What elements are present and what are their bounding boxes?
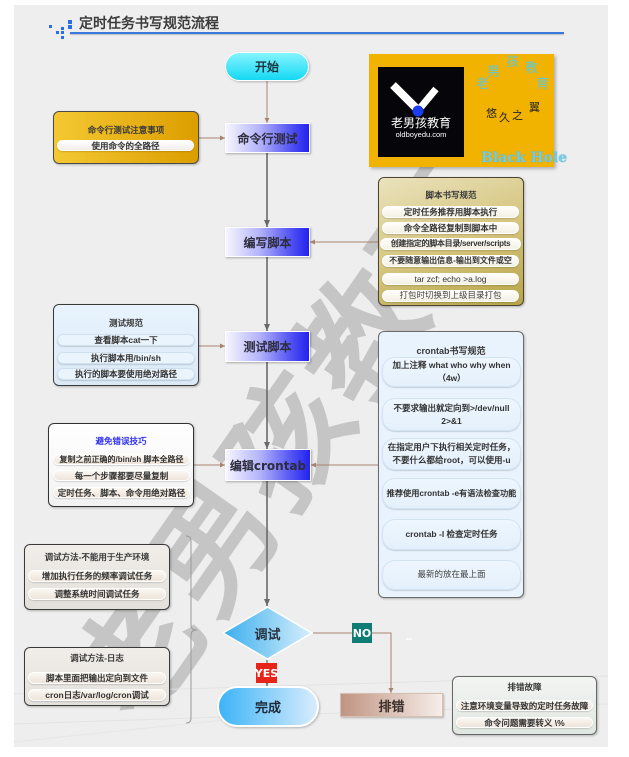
- note-item: cron日志/var/log/cron调试: [28, 689, 166, 701]
- curly-brace: [185, 535, 198, 724]
- note-title: 测试规范: [108, 318, 143, 328]
- start-node[interactable]: 开始: [225, 52, 309, 81]
- logo-arc-char: 教: [525, 61, 539, 76]
- logo-arc-char: 老: [476, 77, 490, 92]
- no-label: NO: [352, 623, 372, 643]
- logo-slogan-char: 悠: [486, 107, 497, 120]
- note-item: 注意环境变量导致的定时任务故障: [456, 700, 593, 711]
- diamond-shape: [222, 606, 313, 660]
- script-rules-box: 脚本书写规范 定时任务推荐用脚本执行 命令全路径复制到脚本中 创建指定的脚本目录…: [378, 177, 524, 306]
- test-script-node[interactable]: 测试脚本: [225, 331, 310, 362]
- troubleshoot-node[interactable]: 排错: [340, 693, 443, 717]
- note-item: 查看脚本cat一下: [57, 334, 195, 346]
- crontab-rules-box: crontab书写规范 加上注释 what who why when （4w） …: [378, 331, 524, 598]
- note-title: 避免错误技巧: [95, 436, 147, 446]
- debug-log-box: 调试方法-日志 脚本里面把输出定向到文件 cron日志/var/log/cron…: [24, 647, 170, 706]
- arrow-debug-to-troubleshoot: [313, 632, 394, 693]
- note-title: 调试方法-日志: [70, 653, 124, 663]
- logo-arc-char: 孩: [506, 55, 520, 70]
- troubleshoot-notes-box: 排错故障 注意环境变量导致的定时任务故障 命令问题需要转义 \%: [452, 676, 597, 735]
- note-item: 脚本里面把输出定向到文件: [28, 672, 166, 684]
- note-item: tar zcf; echo >a.log: [382, 273, 519, 285]
- note-title: crontab书写规范: [416, 346, 486, 356]
- note-title: 调试方法-不能用于生产环境: [44, 552, 150, 562]
- note-item: 使用命令的全路径: [57, 140, 194, 151]
- debug-label: 调试: [254, 627, 281, 643]
- note-item: 复制之前正确的/bin/sh 脚本全路径: [53, 454, 190, 465]
- v-logo-icon: [390, 82, 439, 117]
- note-item: 定时任务、脚本、命令用绝对路径: [53, 487, 190, 498]
- note-item: 命令全路径复制到脚本中: [382, 222, 519, 234]
- note-item: 每一个步骤都要尽量复制: [53, 470, 190, 481]
- note-title: 脚本书写规范: [425, 190, 477, 200]
- note-item: 不要随意输出信息-输出到文件或空: [382, 255, 519, 267]
- yes-label: YES: [255, 663, 278, 683]
- note-item: 执行的脚本要使用绝对路径: [57, 368, 195, 380]
- note-item: 增加执行任务的频率调试任务: [28, 570, 166, 582]
- logo-emblem: 老男孩教育 oldboyedu.com: [378, 67, 464, 157]
- note-item: 加上注释 what who why when （4w）: [382, 357, 521, 387]
- note-item: crontab -l 检查定时任务: [382, 519, 521, 550]
- note-item: 调整系统时间调试任务: [28, 588, 166, 600]
- cmd-test-notes-box: 命令行测试注意事项 使用命令的全路径: [53, 111, 199, 164]
- logo-slogan-char: 翼: [529, 101, 540, 114]
- note-item: 不要求输出就定向到>/dev/null 2>&1: [382, 398, 521, 431]
- write-script-node[interactable]: 编写脚本: [225, 227, 310, 257]
- logo-arc-char: 育: [536, 77, 550, 92]
- note-item: 定时任务推荐用脚本执行: [382, 206, 519, 218]
- title-underline: [70, 32, 564, 34]
- debug-nonprod-box: 调试方法-不能用于生产环境 增加执行任务的频率调试任务 调整系统时间调试任务: [24, 544, 170, 610]
- test-rules-box: 测试规范 查看脚本cat一下 执行脚本用/bin/sh 执行的脚本要使用绝对路径: [53, 304, 199, 386]
- logo-signature: Black Hole: [481, 150, 568, 166]
- note-title: 排错故障: [507, 682, 542, 692]
- debug-decision-node[interactable]: 调试: [222, 606, 313, 660]
- edit-crontab-node[interactable]: 编辑crontab: [225, 449, 311, 481]
- oldboyedu-logo: 老男孩教育 oldboyedu.com 老 男 孩 教 育 悠 久 之 翼 Bl…: [369, 54, 568, 167]
- note-item: 命令问题需要转义 \%: [456, 717, 593, 728]
- avoid-errors-box: 避免错误技巧 复制之前正确的/bin/sh 脚本全路径 每一个步骤都要尽量复制 …: [48, 423, 194, 507]
- note-item: 在指定用户下执行相关定时任务，不要什么都给root，可以使用-u: [382, 438, 521, 470]
- note-item: 创建指定的脚本目录/server/scripts: [380, 238, 521, 250]
- page-title: 定时任务书写规范流程: [79, 16, 219, 32]
- cmd-test-node[interactable]: 命令行测试: [225, 123, 310, 153]
- logo-brand-name: 老男孩教育: [390, 116, 451, 130]
- note-item: 执行脚本用/bin/sh: [57, 352, 195, 364]
- logo-slogan-char: 之: [512, 109, 523, 122]
- logo-arc-char: 男: [487, 65, 501, 80]
- note-item: 推荐使用crontab -e有语法检查功能: [382, 478, 521, 509]
- note-item: 打包时切换到上级目录打包: [382, 290, 519, 302]
- note-title: 命令行测试注意事项: [87, 125, 165, 135]
- note-item: 最新的放在最上面: [382, 560, 521, 590]
- logo-brand-url: oldboyedu.com: [395, 130, 447, 139]
- done-node[interactable]: 完成: [217, 686, 319, 727]
- logo-slogan-char: 久: [499, 111, 510, 124]
